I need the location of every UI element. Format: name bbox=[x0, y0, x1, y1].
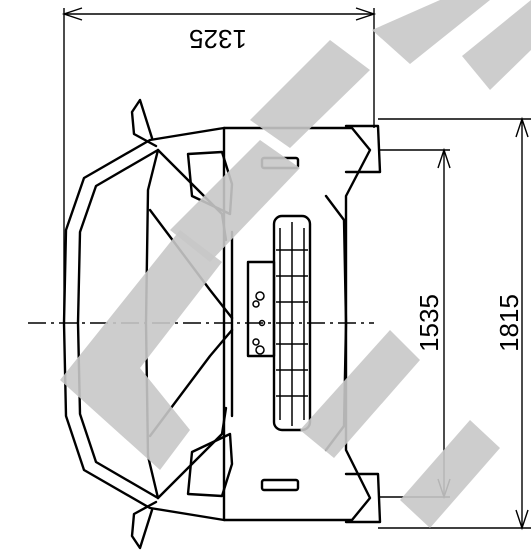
watermark-stroke-4 bbox=[372, 0, 490, 64]
dimension-overall-width: 1815 bbox=[378, 116, 531, 531]
arrow-up-icon bbox=[515, 116, 529, 138]
grille-slats bbox=[276, 222, 308, 426]
watermark bbox=[60, 0, 531, 528]
tire-bottom bbox=[344, 472, 382, 524]
label-overall-width: 1815 bbox=[494, 294, 524, 352]
dimension-front-track: 1535 bbox=[378, 147, 451, 500]
watermark-stroke-3 bbox=[250, 40, 370, 148]
headlight-bottom bbox=[186, 432, 234, 498]
watermark-stroke-6 bbox=[300, 330, 420, 458]
watermark-stroke-5 bbox=[462, 0, 531, 90]
arrow-down-icon bbox=[515, 509, 529, 531]
roof-inner-outline bbox=[76, 148, 160, 500]
arrow-left-icon bbox=[61, 7, 83, 21]
watermark-stroke-2 bbox=[170, 140, 300, 262]
mirror-bottom bbox=[130, 500, 158, 550]
watermark-stroke-1 bbox=[60, 230, 222, 470]
license-plate bbox=[246, 260, 276, 358]
indicator-slot-bottom bbox=[260, 478, 300, 492]
mirror-top bbox=[130, 98, 158, 148]
emblem-icon bbox=[252, 291, 266, 355]
arrow-right-icon bbox=[355, 7, 377, 21]
tire-top bbox=[344, 124, 382, 174]
label-front-track: 1535 bbox=[414, 294, 444, 352]
label-overall-height: 1325 bbox=[189, 24, 247, 54]
arrow-up-icon bbox=[437, 147, 451, 169]
roof-outline bbox=[62, 126, 226, 522]
watermark-stroke-7 bbox=[400, 420, 500, 528]
